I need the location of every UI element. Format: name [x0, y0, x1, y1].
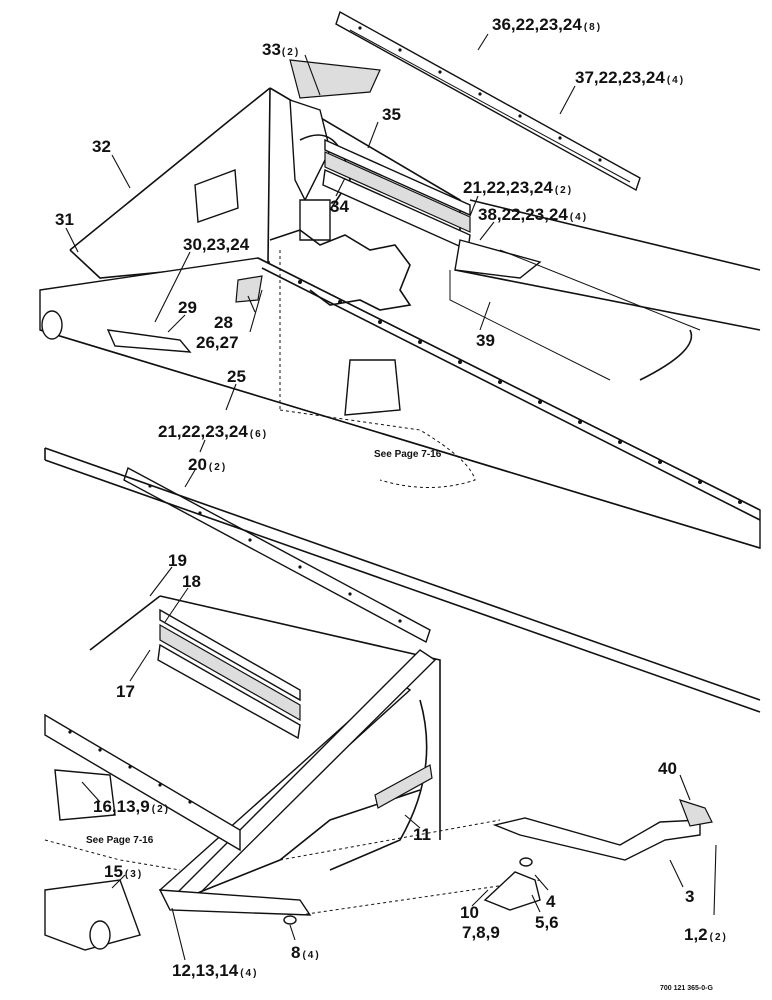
- callout-34: 34: [330, 197, 349, 216]
- callout-19: 19: [168, 551, 187, 570]
- callout-21-22-23-24-b: 21,22,23,24(6): [158, 422, 268, 441]
- callout-16-13-9: 16,13,9(2): [93, 797, 170, 816]
- callout-40: 40: [658, 759, 677, 778]
- callout-10: 10: [460, 903, 479, 922]
- callout-37-22-23-24: 37,22,23,24(4): [575, 68, 685, 87]
- callout-12-13-14: 12,13,14(4): [172, 961, 258, 980]
- callout-21-22-23-24-a: 21,22,23,24(2): [463, 178, 573, 197]
- callout-33: 33(2): [262, 40, 300, 59]
- callout-25: 25: [227, 367, 246, 386]
- callout-35: 35: [382, 105, 401, 124]
- callout-5-6: 5,6: [535, 913, 559, 932]
- callout-31: 31: [55, 210, 74, 229]
- callout-39: 39: [476, 331, 495, 350]
- callout-1-2: 1,2(2): [684, 925, 728, 944]
- callout-11: 11: [413, 825, 431, 844]
- callout-8: 8(4): [291, 943, 321, 962]
- callout-26-27: 26,27: [196, 333, 239, 352]
- callout-36-22-23-24: 36,22,23,24(8): [492, 15, 602, 34]
- callout-28: 28: [214, 313, 233, 332]
- callout-4: 4: [546, 892, 556, 911]
- leader-lines: [65, 33, 717, 961]
- callout-labels: 36,22,23,24(8) 33(2) 37,22,23,24(4) 35 3…: [55, 15, 728, 980]
- lower-assembly-drawing: [44, 447, 761, 951]
- callout-7-8-9: 7,8,9: [462, 923, 500, 942]
- callout-3: 3: [685, 887, 694, 906]
- see-page-note-lower: See Page 7-16: [86, 835, 154, 846]
- callout-32: 32: [92, 137, 111, 156]
- callout-17: 17: [116, 682, 135, 701]
- callout-18: 18: [182, 572, 201, 591]
- callout-29: 29: [178, 298, 197, 317]
- upper-assembly-drawing: [39, 10, 761, 549]
- callout-30-23-24: 30,23,24: [183, 235, 250, 254]
- callout-38-22-23-24: 38,22,23,24(4): [478, 205, 588, 224]
- see-page-note-upper: See Page 7-16: [374, 449, 442, 460]
- callout-15: 15(3): [104, 862, 143, 881]
- callout-20: 20(2): [188, 455, 227, 474]
- drawing-code: 700 121 365-0-G: [660, 985, 713, 992]
